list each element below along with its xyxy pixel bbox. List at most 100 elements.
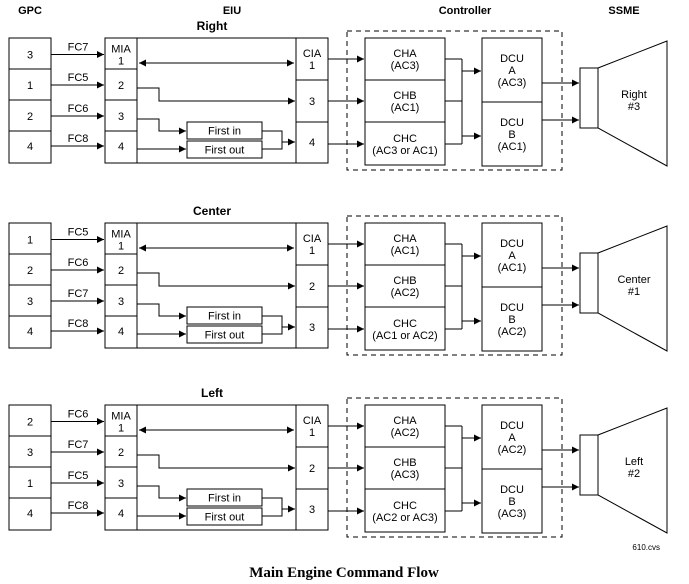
mia-cell: 4: [118, 508, 124, 520]
gpc-cell: 3: [27, 447, 33, 459]
mia-cell: 3: [118, 478, 124, 490]
engine-nozzle: [597, 40, 668, 167]
controller-header: Controller: [439, 5, 492, 17]
gpc-cell: 4: [27, 141, 33, 153]
cia-cell: 2: [309, 463, 315, 475]
mia-cell: 2: [118, 265, 124, 277]
channel-cell: CHC(AC1 or AC2): [372, 318, 437, 342]
fc-label: FC7: [68, 439, 89, 451]
first-in-label: First in: [208, 311, 241, 323]
first-in-cia-link: [262, 130, 295, 146]
mia-cell: 3: [118, 111, 124, 123]
mia-cell: 3: [118, 296, 124, 308]
mia2-cia-link: [137, 454, 295, 472]
cia-column: [295, 404, 329, 531]
gpc-cell: 2: [27, 111, 33, 123]
gpc-cell: 2: [27, 265, 33, 277]
fc-label: FC5: [68, 227, 89, 239]
channel-column: [364, 404, 446, 533]
first-in-label: First in: [208, 126, 241, 138]
mia2-cia-link: [137, 87, 295, 105]
gpc-cell: 1: [27, 235, 33, 247]
channel-cell: CHB(AC3): [391, 457, 420, 481]
first-in-label: First in: [208, 493, 241, 505]
gpc-header: GPC: [18, 5, 42, 17]
first-out-cia-link: [262, 509, 283, 517]
first-out-cia-link: [262, 327, 283, 335]
gpc-cell: 3: [27, 296, 33, 308]
cia-cell: 3: [309, 504, 315, 516]
section-title: Left: [201, 386, 223, 400]
mia3-first-in-link: [137, 118, 186, 135]
fc-label: FC7: [68, 42, 89, 54]
channel-cell: CHA(AC2): [391, 415, 420, 439]
first-out-label: First out: [205, 145, 245, 157]
channel-column: [364, 222, 446, 351]
mia2-cia-link: [137, 272, 295, 290]
channel-cell: CHB(AC1): [391, 90, 420, 114]
controller-frame: [346, 215, 563, 356]
cia-cell: 3: [309, 322, 315, 334]
cia-cell: 4: [309, 137, 315, 149]
fc-label: FC8: [68, 318, 89, 330]
gpc-cell: 4: [27, 326, 33, 338]
engine-nozzle: [597, 407, 668, 534]
fc-label: FC7: [68, 288, 89, 300]
fc-label: FC8: [68, 500, 89, 512]
section-title: Center: [193, 204, 231, 218]
first-out-label: First out: [205, 330, 245, 342]
cia-cell: 3: [309, 96, 315, 108]
controller-frame: [346, 397, 563, 538]
section-title: Right: [197, 19, 228, 33]
fc-label: FC6: [68, 257, 89, 269]
channel-cell: CHA(AC3): [391, 48, 420, 72]
mia-cell: 2: [118, 447, 124, 459]
cia-column: [295, 37, 329, 164]
gpc-cell: 1: [27, 80, 33, 92]
channel-cell: CHB(AC2): [391, 275, 420, 299]
engine-interface-box: [579, 67, 599, 129]
gpc-cell: 3: [27, 50, 33, 62]
mia3-first-in-link: [137, 485, 186, 502]
engine-label: Left#2: [625, 456, 643, 480]
first-in-cia-link: [262, 497, 295, 513]
channel-cell: CHA(AC1): [391, 233, 420, 257]
first-out-label: First out: [205, 512, 245, 524]
first-in-cia-link: [262, 315, 295, 331]
fc-label: FC8: [68, 133, 89, 145]
channel-column: [364, 37, 446, 166]
channel-cell: CHC(AC2 or AC3): [372, 500, 437, 524]
engine-label: Center#1: [617, 274, 650, 298]
engine-interface-box: [579, 434, 599, 496]
mia-cell: 4: [118, 141, 124, 153]
mia-cell: 2: [118, 80, 124, 92]
fc-label: FC5: [68, 470, 89, 482]
figure-id: 610.cvs: [632, 543, 660, 552]
gpc-cell: 2: [27, 417, 33, 429]
gpc-cell: 1: [27, 478, 33, 490]
eiu-header: EIU: [223, 5, 241, 17]
fc-label: FC6: [68, 409, 89, 421]
first-out-cia-link: [262, 142, 283, 150]
controller-frame: [346, 30, 563, 171]
engine-interface-box: [579, 252, 599, 314]
cia-cell: 2: [309, 281, 315, 293]
engine-nozzle: [597, 225, 668, 352]
mia-cell: 4: [118, 326, 124, 338]
